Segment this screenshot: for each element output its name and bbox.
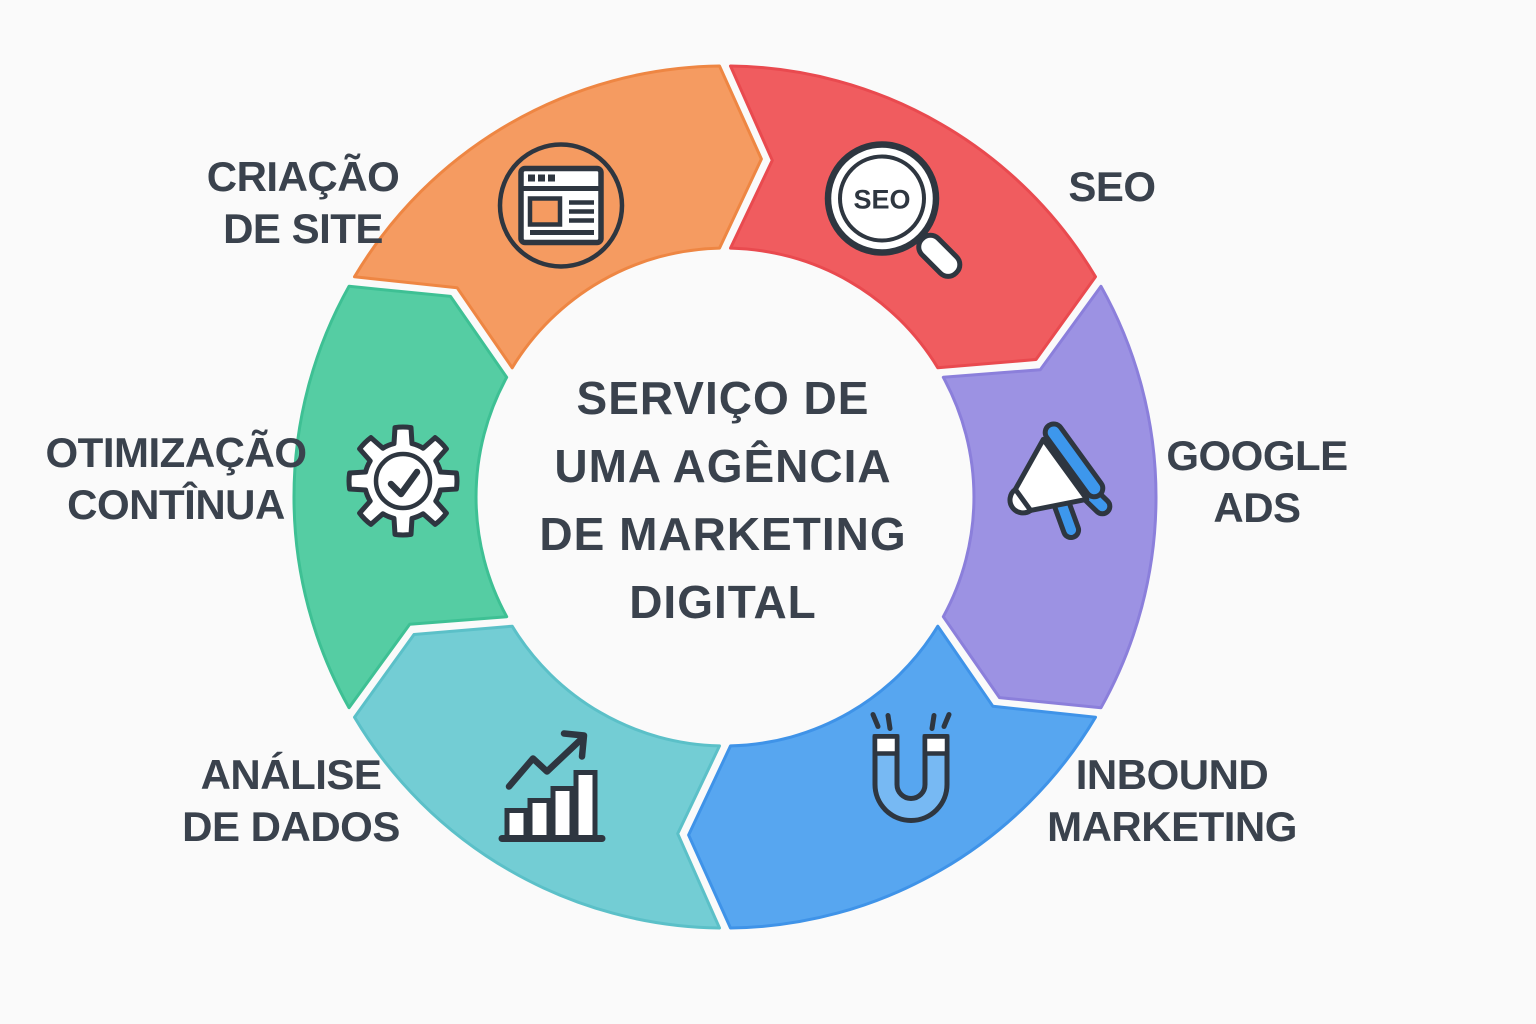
- title-line: DE MARKETING: [539, 508, 907, 560]
- label-seo: SEO: [1068, 161, 1156, 213]
- label-line: CONTÎNUA: [67, 481, 285, 528]
- label-otimizacao-continua: OTIMIZAÇÃO CONTÎNUA: [46, 427, 307, 531]
- label-line: CRIAÇÃO: [206, 153, 400, 200]
- website-icon: [497, 142, 625, 269]
- label-line: DE DADOS: [182, 803, 400, 850]
- label-line: ANÁLISE: [200, 751, 382, 798]
- label-line: INBOUND: [1075, 751, 1269, 798]
- svg-text:SEO: SEO: [853, 185, 910, 215]
- magnet-icon: [870, 712, 952, 823]
- title-line: DIGITAL: [629, 576, 817, 628]
- label-line: GOOGLE: [1166, 432, 1348, 479]
- seo-magnifier-icon: SEO: [824, 141, 963, 279]
- label-line: SEO: [1068, 163, 1156, 210]
- label-analise-de-dados: ANÁLISE DE DADOS: [182, 749, 400, 853]
- label-inbound-marketing: INBOUND MARKETING: [1047, 749, 1297, 853]
- diagram-title: SERVIÇO DE UMA AGÊNCIA DE MARKETING DIGI…: [539, 364, 906, 636]
- label-google-ads: GOOGLE ADS: [1166, 430, 1348, 534]
- label-line: MARKETING: [1047, 803, 1297, 850]
- megaphone-icon: [1007, 421, 1113, 541]
- bar-chart-icon: [498, 730, 606, 842]
- segment-analise-de-dados-shape: [353, 624, 721, 930]
- title-line: SERVIÇO DE: [576, 372, 870, 424]
- label-criacao-de-site: CRIAÇÃO DE SITE: [207, 151, 400, 255]
- label-line: OTIMIZAÇÃO: [45, 429, 307, 476]
- gear-check-icon: [346, 424, 460, 538]
- label-line: DE SITE: [223, 205, 383, 252]
- label-line: ADS: [1213, 484, 1301, 531]
- title-line: UMA AGÊNCIA: [554, 440, 892, 492]
